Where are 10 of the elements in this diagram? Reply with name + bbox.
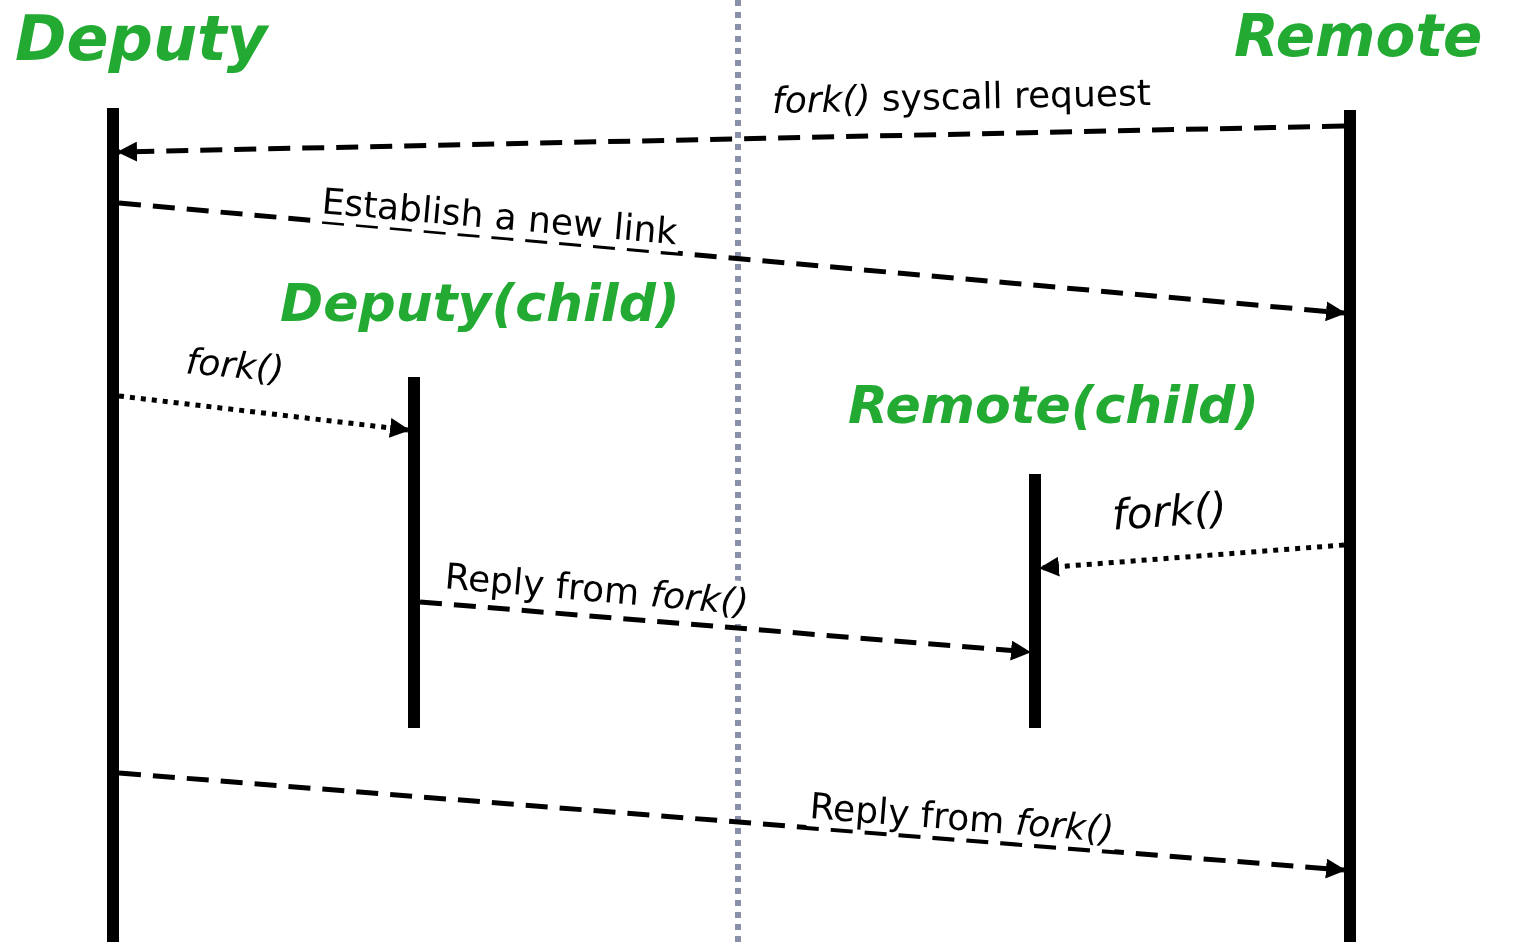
lifeline-title: Deputy — [15, 5, 268, 74]
lifeline-title: Remote(child) — [848, 377, 1259, 435]
lifeline-title: Remote — [1234, 5, 1483, 69]
arrow — [419, 599, 1031, 661]
arrow — [118, 770, 1346, 879]
arrow — [118, 393, 410, 438]
arrow — [118, 200, 1346, 322]
arrow — [117, 123, 1345, 162]
arrow — [1039, 542, 1345, 577]
lifeline-title: Deputy(child) — [280, 275, 680, 333]
